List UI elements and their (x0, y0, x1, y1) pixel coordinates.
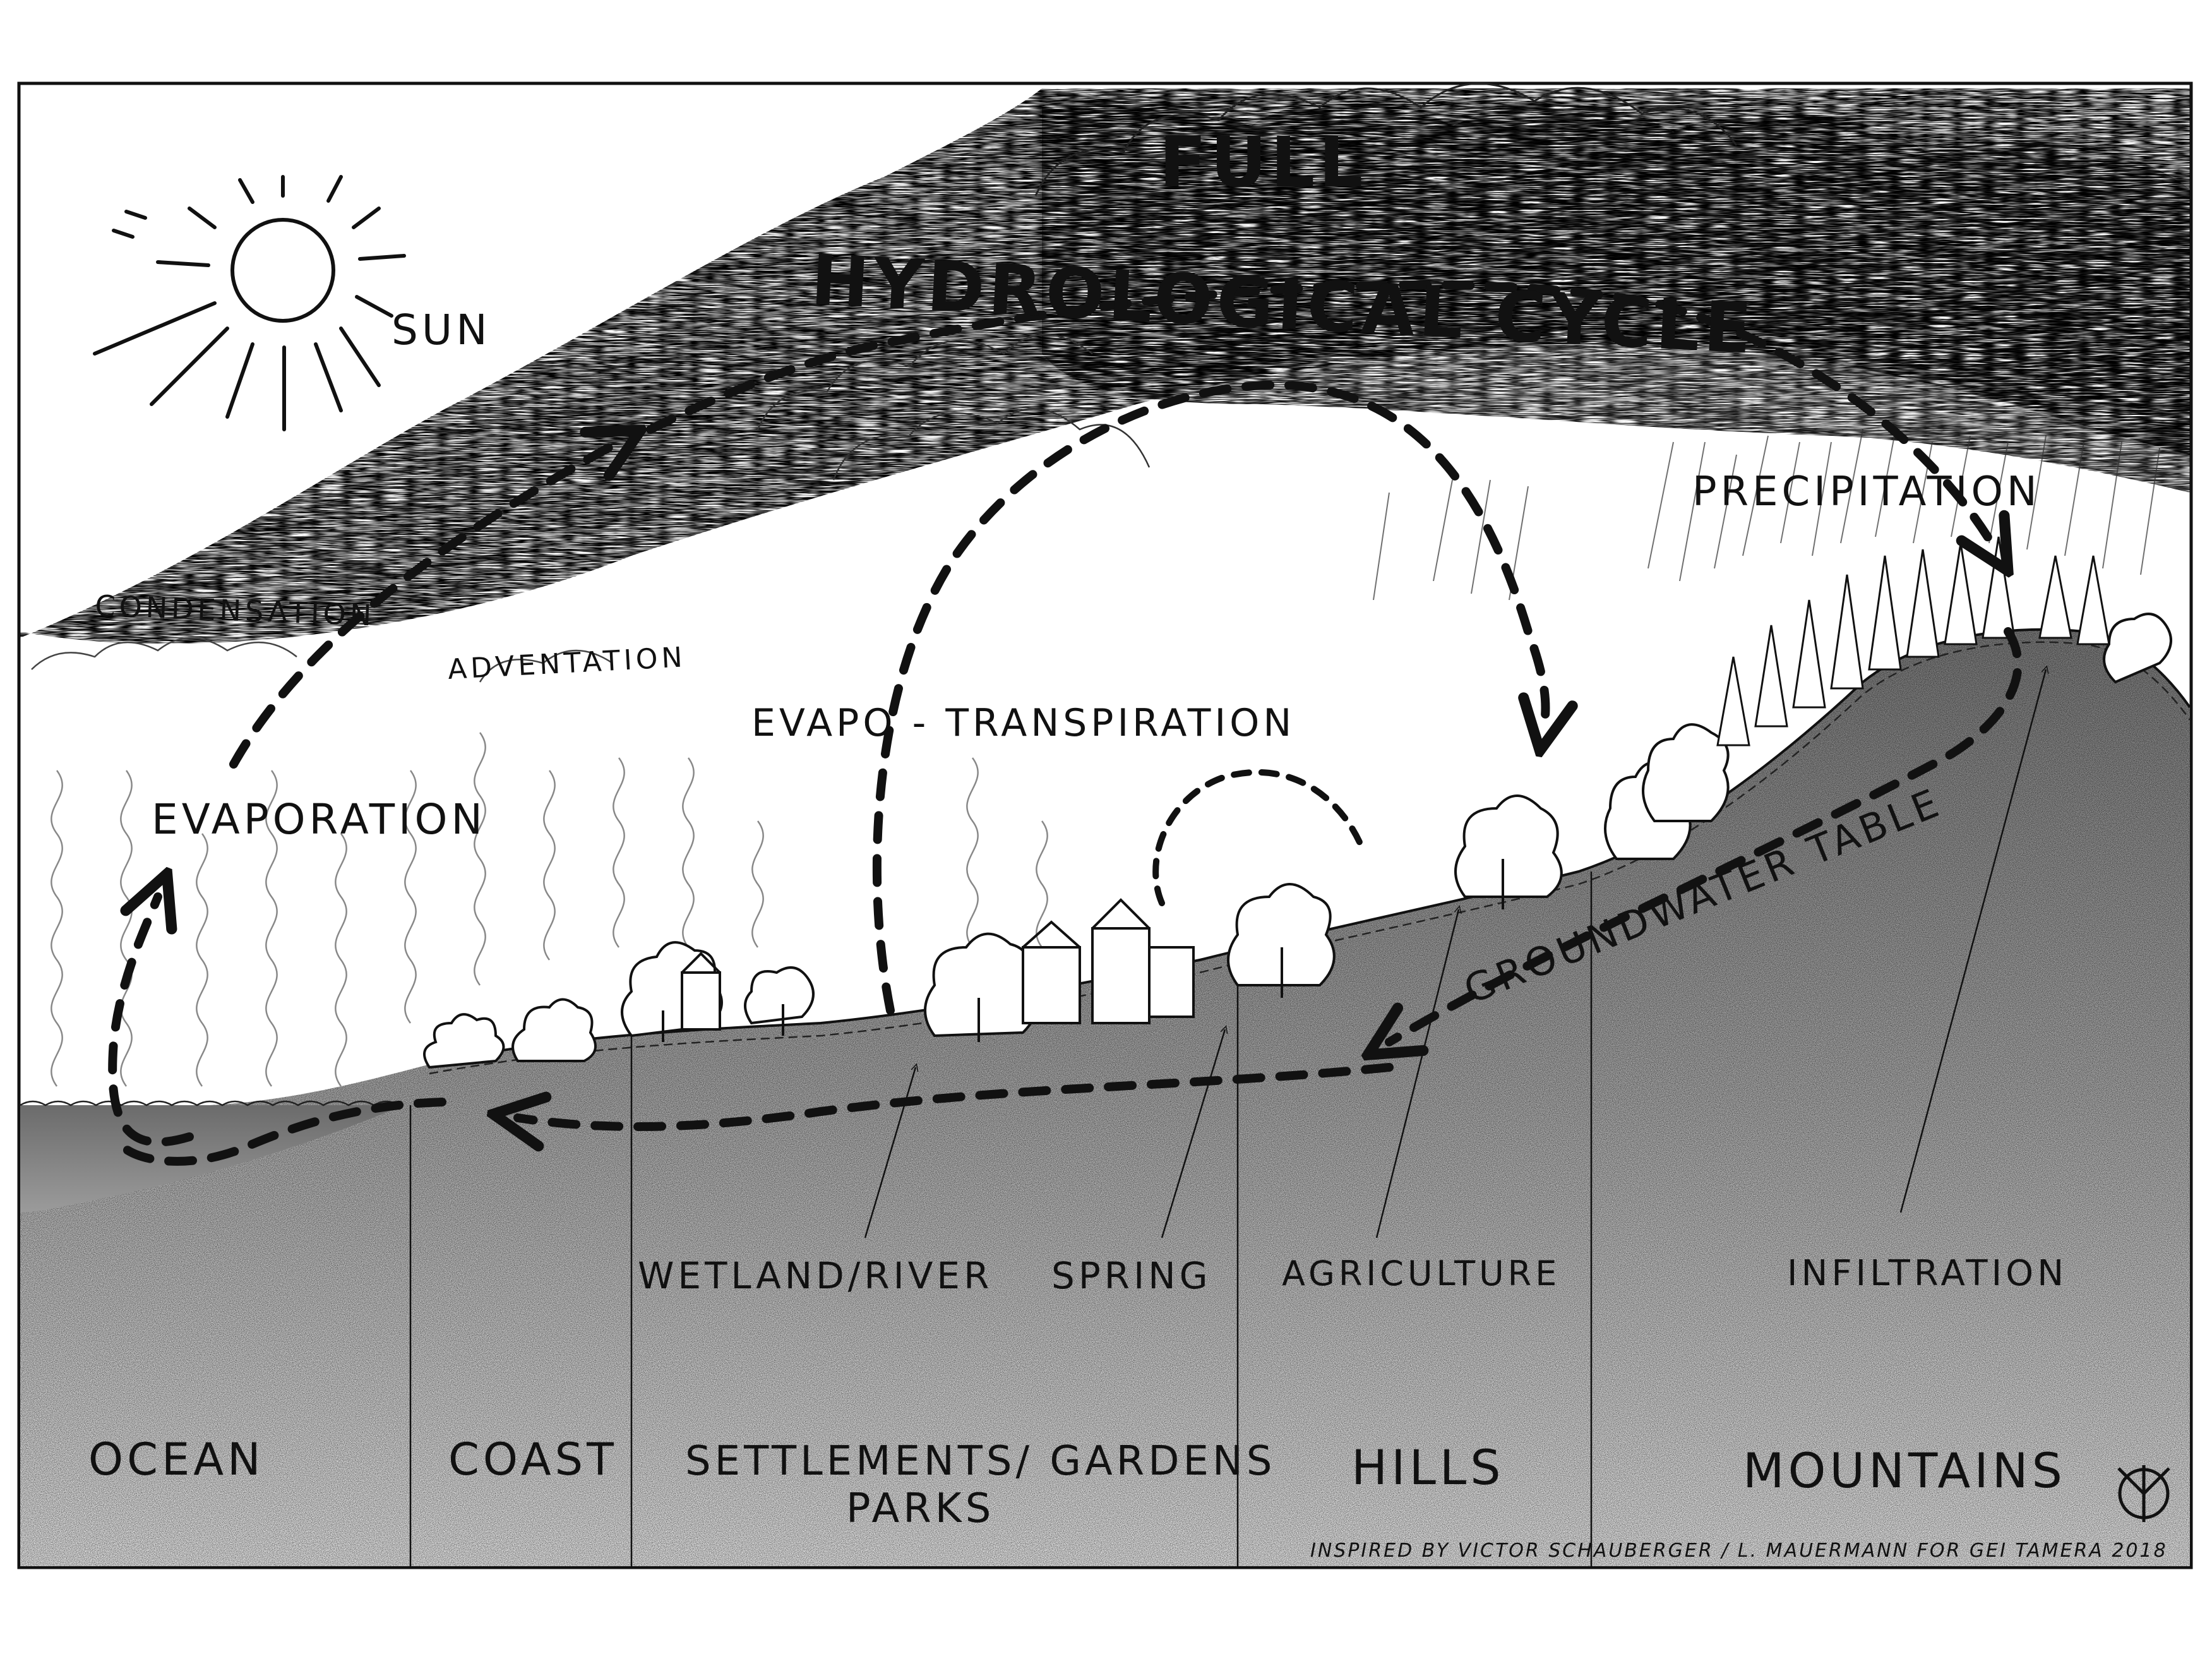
advection-arrow (646, 280, 1995, 549)
spring-label: SPRING (1051, 1254, 1212, 1297)
zone-settlements-label: SETTLEMENTS/ GARDENS (685, 1438, 1276, 1485)
evaporation-arrow (108, 897, 194, 1147)
pointer-lines (864, 665, 2049, 1238)
vegetation-and-buildings (423, 536, 2172, 1069)
ocean-return-arrow (122, 1098, 446, 1166)
evapotranspiration-label: EVAPO - TRANSPIRATION (751, 701, 1295, 745)
infiltration-label: INFILTRATION (1787, 1253, 2067, 1294)
zone-ocean-label: OCEAN (88, 1434, 264, 1485)
zone-hills-label: HILLS (1351, 1439, 1505, 1495)
condensation-arrow (229, 442, 619, 769)
agriculture-label: AGRICULTURE (1282, 1254, 1560, 1293)
evapotranspiration-arrow (872, 380, 1546, 1015)
landscape-ground (20, 628, 2191, 1566)
precipitation-label: PRECIPITATION (1692, 469, 2041, 515)
water-cycle-arrows (108, 280, 2023, 1166)
sun-label: SUN (392, 306, 491, 354)
groundwater-flow-arrow (518, 1063, 1394, 1127)
monogram-icon (2117, 1465, 2170, 1522)
wetland-label: WETLAND/RIVER (638, 1254, 993, 1297)
infiltration-return-arrow (1389, 627, 2023, 1042)
zone-coast-label: COAST (448, 1434, 618, 1485)
sun-icon (93, 175, 406, 431)
evaporation-label: EVAPORATION (152, 795, 486, 844)
title-line-1: FULL (1159, 122, 1367, 203)
credit-text: INSPIRED BY VICTOR SCHAUBERGER / L. MAUE… (1310, 1540, 2168, 1562)
zone-mountains-label: MOUNTAINS (1743, 1442, 2066, 1499)
local-cycle-arrow (1152, 769, 1367, 906)
zone-parks-label: PARKS (846, 1485, 995, 1532)
